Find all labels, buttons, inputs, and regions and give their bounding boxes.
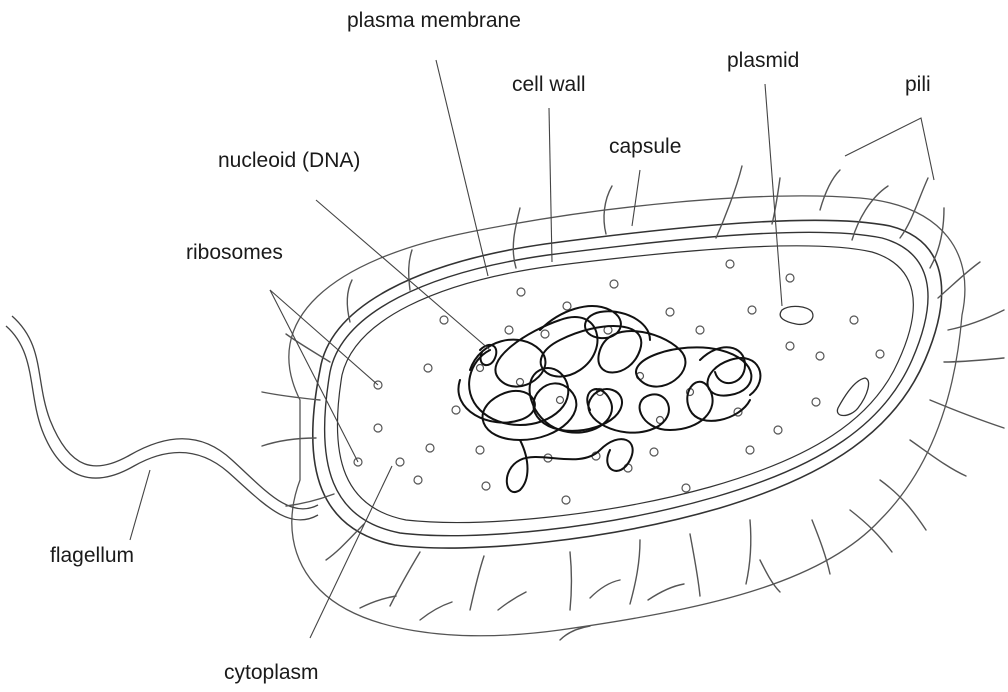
flagellum-shape bbox=[6, 316, 318, 520]
leader-lines bbox=[130, 60, 934, 638]
ribosome-dots bbox=[354, 260, 884, 504]
capsule-outline bbox=[289, 196, 965, 636]
label-plasmid: plasmid bbox=[727, 50, 799, 71]
label-nucleoid: nucleoid (DNA) bbox=[218, 150, 360, 171]
label-capsule: capsule bbox=[609, 136, 681, 157]
label-cytoplasm: cytoplasm bbox=[224, 662, 319, 683]
label-plasma-membrane: plasma membrane bbox=[347, 10, 521, 31]
pili-group bbox=[262, 166, 1004, 640]
plasma-membrane-line bbox=[337, 246, 913, 523]
label-cell-wall: cell wall bbox=[512, 74, 586, 95]
label-pili: pili bbox=[905, 74, 931, 95]
cell-wall-outer bbox=[313, 220, 942, 548]
label-flagellum: flagellum bbox=[50, 545, 134, 566]
label-ribosomes: ribosomes bbox=[186, 242, 283, 263]
plasmid-shape bbox=[780, 306, 813, 324]
